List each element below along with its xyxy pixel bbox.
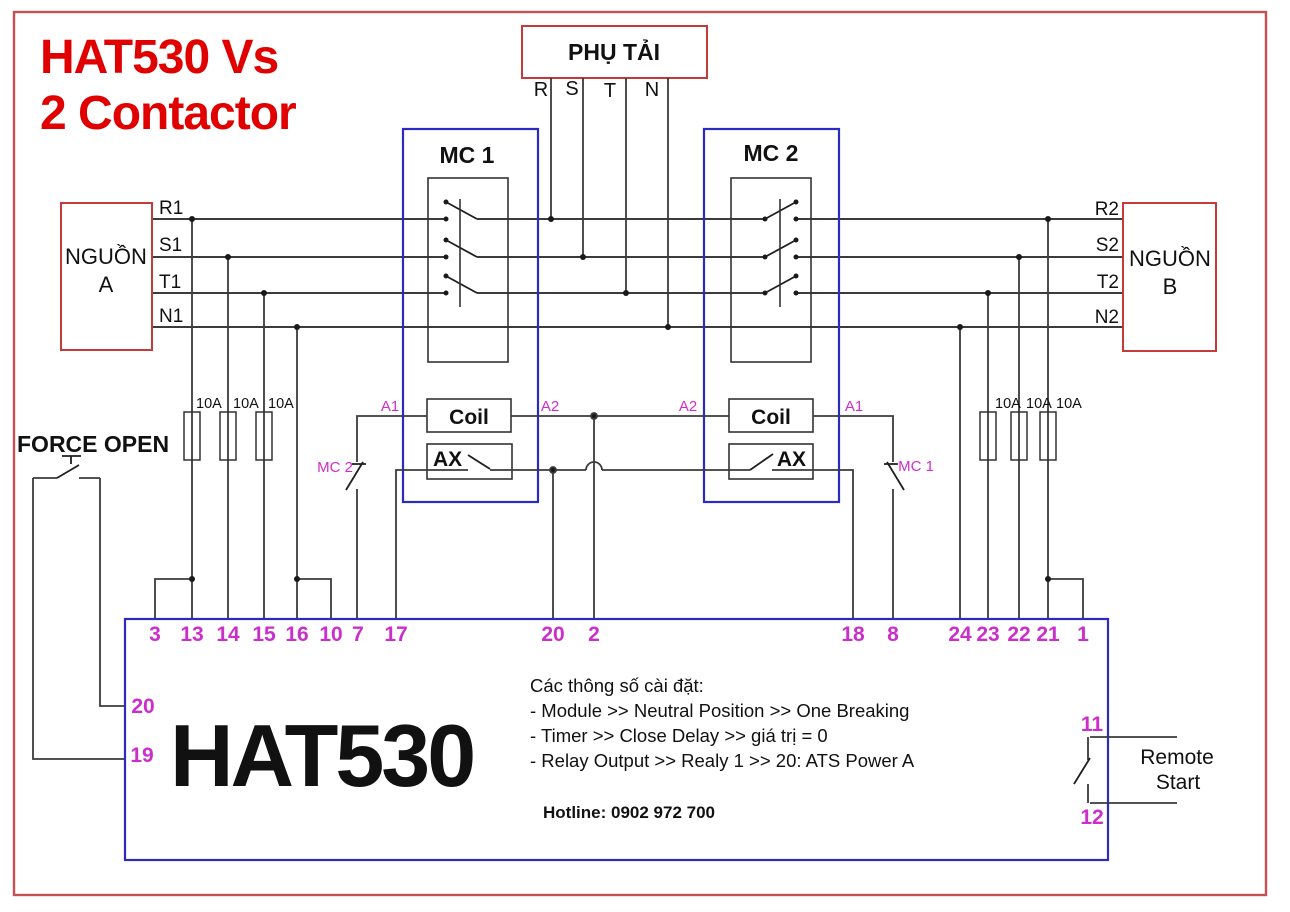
remote-start-switch [1073, 736, 1177, 804]
feeder-t2-label: T2 [1097, 272, 1119, 293]
interlock-mc1-label: MC 1 [898, 458, 934, 475]
diagram-title-line2: 2 Contactor [40, 87, 296, 140]
terminal-24: 24 [948, 623, 972, 646]
mc2-label: MC 2 [744, 140, 799, 166]
terminal-18: 18 [841, 623, 865, 646]
source-a-name: NGUỒN [65, 244, 147, 269]
mc1-coil-interlock-branch [345, 415, 427, 619]
terminal-12: 12 [1080, 806, 1103, 829]
mc1-box [401, 127, 540, 504]
mc1-contact-block [427, 177, 509, 363]
mc2-coil-label: Coil [751, 406, 791, 429]
fuse-drop-wires-left [191, 219, 298, 619]
terminal-10: 10 [319, 623, 342, 646]
mc1-aux-box [426, 443, 513, 480]
interlock-mc2-label: MC 2 [317, 459, 353, 476]
junction-dots [189, 216, 1051, 582]
mc2-aux-label: AX [777, 448, 806, 471]
terminal-jog-wires [154, 578, 1084, 619]
power-lines [152, 218, 1123, 328]
mc2-box [702, 127, 841, 504]
terminal-17: 17 [384, 623, 407, 646]
mc2-a1-label: A1 [845, 398, 863, 415]
load-drop-wires [550, 78, 669, 327]
settings-line-3: - Relay Output >> Realy 1 >> 20: ATS Pow… [530, 750, 915, 771]
mc1-label: MC 1 [440, 142, 495, 168]
mc2-aux-box [728, 443, 814, 480]
fuse-right-2-label: 10A [1026, 396, 1052, 412]
terminal-20-top: 20 [541, 623, 564, 646]
mc1-main-contacts [443, 199, 478, 307]
mc2-contact-block [730, 177, 812, 363]
mc2-coil-interlock-branch [813, 415, 905, 619]
mc1-a2-label: A2 [541, 398, 559, 415]
fuses-right [979, 411, 1057, 461]
settings-title: Các thông số cài đặt: [530, 675, 704, 696]
terminal-22: 22 [1007, 623, 1030, 646]
terminal-13: 13 [180, 623, 203, 646]
fuse-right-3-label: 10A [1056, 396, 1082, 412]
remote-start-label-line1: Remote [1140, 746, 1214, 769]
feeder-r2-label: R2 [1095, 199, 1119, 220]
terminal-11: 11 [1081, 713, 1104, 736]
controller-name: HAT530 [170, 706, 473, 805]
mc2-main-contacts [762, 199, 799, 307]
mc1-coil-label: Coil [449, 406, 489, 429]
force-open-label: FORCE OPEN [17, 431, 169, 457]
terminal-20-left: 20 [131, 695, 154, 718]
feeder-t1-label: T1 [159, 272, 181, 293]
settings-line-1: - Module >> Neutral Position >> One Brea… [530, 700, 909, 721]
hotline: Hotline: 0902 972 700 [543, 803, 715, 822]
load-phase-r: R [534, 79, 548, 101]
fuse-left-2-label: 10A [233, 396, 259, 412]
terminal-21: 21 [1036, 623, 1060, 646]
fuses-left [183, 411, 273, 461]
terminal-23: 23 [976, 623, 999, 646]
source-a-sub: A [99, 272, 114, 297]
terminal-19: 19 [130, 744, 153, 767]
feeder-s2-label: S2 [1096, 235, 1119, 256]
feeder-r1-label: R1 [159, 198, 183, 219]
fuse-left-1-label: 10A [196, 396, 222, 412]
fuse-right-1-label: 10A [995, 396, 1021, 412]
terminal-7: 7 [352, 623, 364, 646]
source-b-sub: B [1163, 274, 1178, 299]
feeder-n2-label: N2 [1095, 307, 1119, 328]
aux-contact-line [395, 453, 854, 619]
fuse-left-3-label: 10A [268, 396, 294, 412]
force-open-switch [32, 455, 125, 760]
terminal-14: 14 [216, 623, 240, 646]
terminal-1: 1 [1077, 623, 1089, 646]
load-phase-n: N [645, 79, 659, 101]
load-label: PHỤ TẢI [568, 37, 660, 65]
fuse-drop-wires-right [959, 219, 1049, 619]
outer-border [12, 10, 1268, 897]
terminal-15: 15 [252, 623, 276, 646]
controller-box [123, 617, 1110, 862]
source-a-box [60, 202, 153, 351]
controller-top-terminals: 3 13 14 15 16 10 7 17 20 2 18 8 24 23 22… [149, 623, 1089, 646]
source-b-box [1122, 202, 1217, 352]
feeder-s1-label: S1 [159, 235, 182, 256]
source-b-name: NGUỒN [1129, 246, 1211, 271]
mc1-a1-label: A1 [381, 398, 399, 415]
remote-start-label-line2: Start [1156, 771, 1201, 794]
coil-a2-bus [511, 412, 729, 619]
terminal-2: 2 [588, 623, 600, 646]
load-phase-t: T [604, 80, 616, 102]
diagram-title-line1: HAT530 Vs [40, 31, 278, 84]
mc1-aux-label: AX [433, 448, 462, 471]
load-box [521, 25, 708, 79]
terminal-8: 8 [887, 623, 899, 646]
feeder-n1-label: N1 [159, 306, 183, 327]
settings-line-2: - Timer >> Close Delay >> giá trị = 0 [530, 725, 828, 746]
load-phase-s: S [565, 78, 578, 100]
mc2-a2-label: A2 [679, 398, 697, 415]
terminal-16: 16 [285, 623, 308, 646]
terminal-3: 3 [149, 623, 161, 646]
